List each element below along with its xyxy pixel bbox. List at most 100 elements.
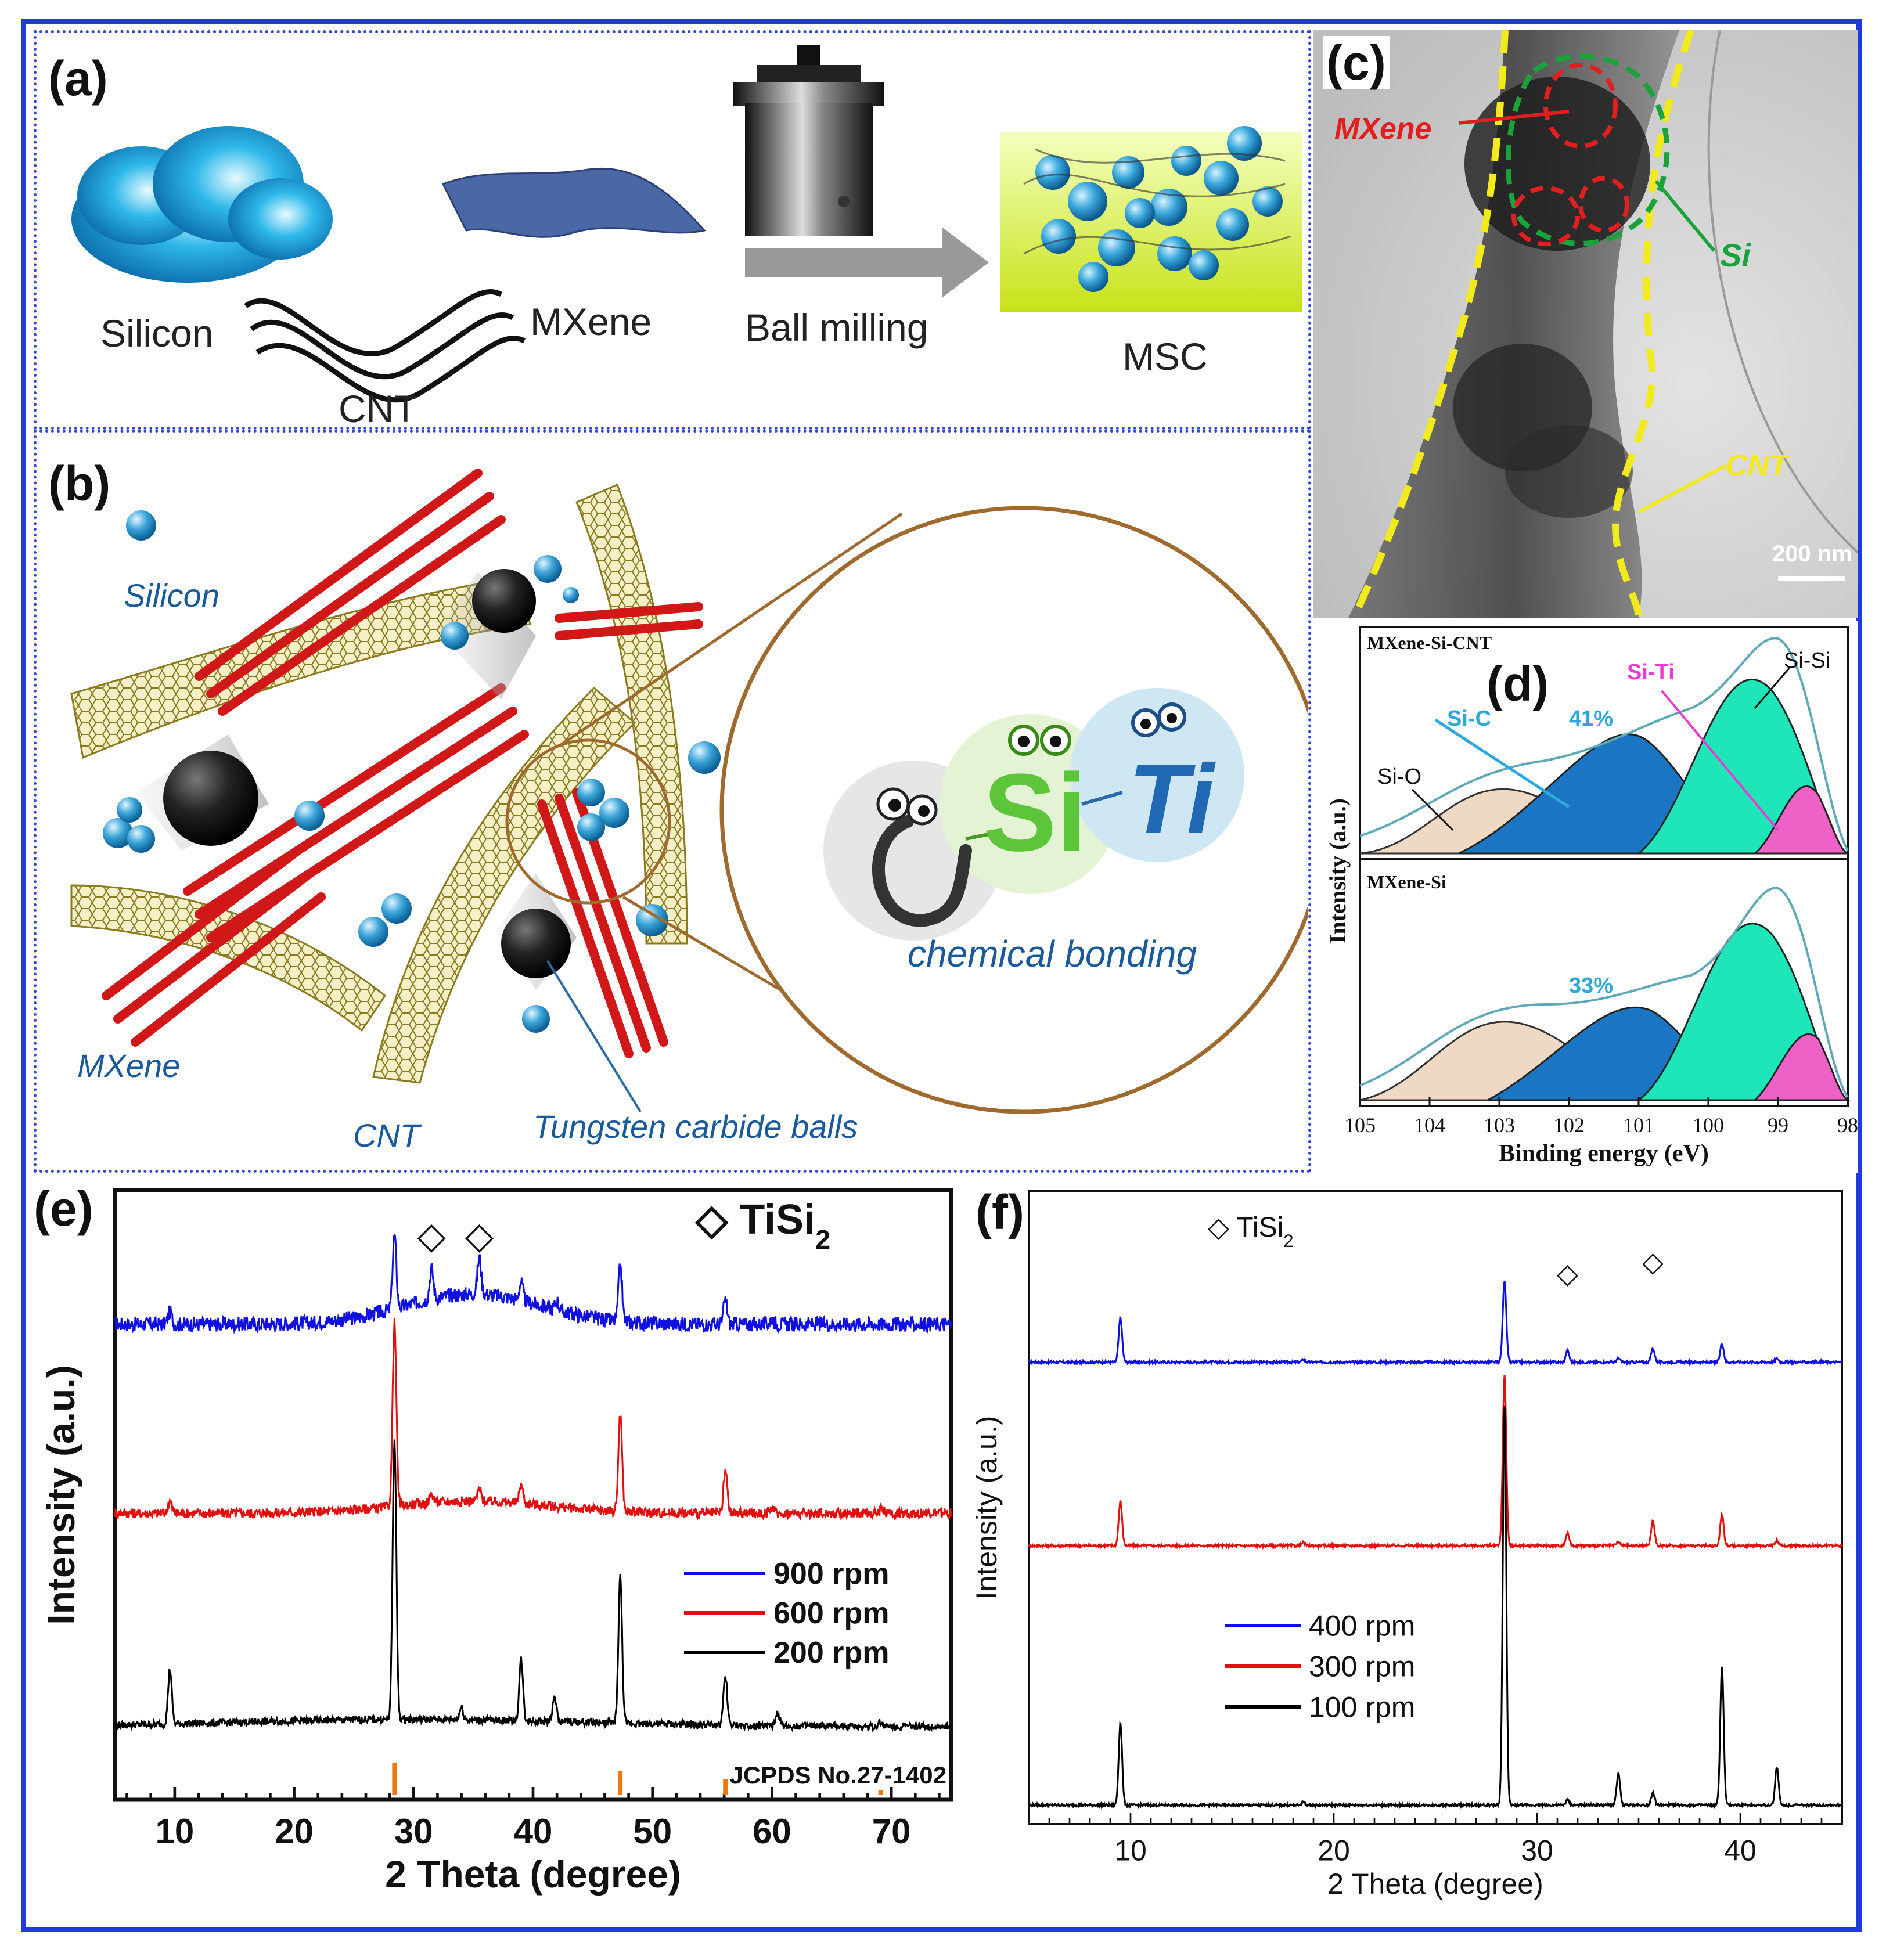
tisi2-marker: ◇ [465,1215,494,1256]
legend-label: 200 rpm [773,1636,889,1670]
x-tick-label: 40 [514,1812,553,1851]
x-tick-label: 10 [155,1812,194,1851]
tisi2-legend: ◇ TiSi2 [694,1197,830,1255]
series-line-600-rpm [114,1318,952,1521]
process-arrow-icon [745,228,989,297]
xps-si-c-label: Si-C [1447,707,1491,731]
msc-label: MSC [1122,335,1208,378]
tisi2-legend: ◇ TiSi2 [1208,1212,1294,1251]
panel-b-illustration: Si Ti chemical bonding Silicon MXene CNT… [70,469,1328,1154]
chart-frame [113,1188,953,1802]
xps-ylabel: Intensity (a.u.) [1324,798,1351,943]
cartoon-ti-text: Ti [1128,744,1216,855]
panel-d-label: (d) [1487,657,1549,711]
xps-tick-104: 104 [1414,1114,1445,1137]
tungsten-carbide-balls-icon [163,569,571,978]
bonding-cartoon-icon [823,688,1244,941]
xps-si-si-label: Si-Si [1784,648,1830,673]
balls-pointer-line [546,960,642,1113]
xps-tick-101: 101 [1623,1114,1654,1137]
xps-top-title: MXene-Si-CNT [1367,632,1492,653]
x-tick-label: 50 [633,1812,672,1851]
x-tick-label: 20 [275,1812,314,1851]
xps-plot: 105 104 103 102 101 100 99 98 Binding en… [1324,626,1858,1167]
xps-top-peaks [1359,637,1849,855]
panel-a: Silicon CNT MXene Ball milling [34,30,1311,430]
x-tick-label: 10 [1114,1835,1147,1867]
xps-si-ti-label: Si-Ti [1627,660,1675,684]
tisi2-marker: ◇ [1557,1259,1578,1289]
mxene-b-label: MXene [77,1047,180,1084]
zoom-line-top [558,512,903,748]
silicon-spheres-icon [103,510,721,1033]
xps-pct-top: 41% [1569,707,1613,731]
silicon-cloud-icon [71,126,333,283]
silicon-b-label: Silicon [124,577,219,614]
x-tick-label: 20 [1318,1835,1350,1867]
mxene-label: MXene [530,300,652,343]
reference-label: JCPDS No.27-1402 [729,1761,946,1789]
xps-tick-105: 105 [1344,1114,1376,1137]
tisi2-marker: ◇ [1642,1247,1664,1278]
panel-a-illustration: Silicon CNT MXene Ball milling [71,45,1302,430]
scale-bar-label: 200 nm [1772,541,1852,567]
xps-tick-99: 99 [1768,1114,1788,1137]
series-line-100-rpm [1028,1406,1842,1810]
tisi2-marker: ◇ [417,1215,447,1256]
legend-label: 600 rpm [773,1597,889,1630]
cnt-label: CNT [339,387,417,427]
cnt-curves-icon [244,289,526,403]
xps-tick-100: 100 [1693,1114,1724,1137]
tem-image [1313,30,1858,618]
x-tick-label: 60 [753,1812,791,1851]
cnt-b-label: CNT [353,1117,422,1154]
xps-pct-bottom: 33% [1569,974,1613,998]
xps-tick-103: 103 [1484,1114,1515,1137]
xps-bottom-peaks [1359,887,1851,1101]
legend-label: 900 rpm [773,1557,889,1591]
zoom-source-circle [505,738,671,905]
x-axis-label: 2 Theta (degree) [1327,1868,1543,1900]
legend-label: 300 rpm [1309,1651,1415,1683]
panel-d: 105 104 103 102 101 100 99 98 Binding en… [1313,621,1858,1173]
legend-label: 100 rpm [1309,1691,1415,1724]
panel-a-label: (a) [48,51,108,106]
x-tick-label: 30 [1521,1835,1553,1867]
mxene-sheet-icon [441,167,706,238]
legend-label: 400 rpm [1309,1610,1415,1642]
x-tick-label: 30 [394,1812,433,1851]
cnt-c-label: CNT [1726,449,1788,482]
figure-frame [21,19,1862,1932]
tungsten-balls-label: Tungsten carbide balls [533,1108,858,1145]
x-tick-label: 70 [872,1812,911,1851]
series-line-900-rpm [114,1233,952,1335]
mxene-c-label: MXene [1334,112,1432,146]
x-axis-label: 2 Theta (degree) [385,1853,681,1896]
panel-e: 10 20 30 40 50 60 70 2 Theta (degree) Intensity … [34,1179,974,1927]
series-line-200-rpm [114,1439,952,1733]
series-line-400-rpm [1028,1280,1843,1367]
panel-f-label: (f) [976,1185,1024,1239]
xrd-chart-e: 10 20 30 40 50 60 70 2 Theta (degree) Intensity … [39,1188,953,1896]
xps-si-o-label: Si-O [1377,765,1421,789]
y-axis-label: Intensity (a.u.) [976,1416,1003,1600]
panel-c-label: (c) [1323,36,1390,89]
series-line-300-rpm [1028,1375,1843,1551]
mxene-stacks-icon [102,469,703,1058]
panel-e-label: (e) [34,1181,93,1236]
ball-mill-jar-icon [733,45,884,236]
ball-milling-label: Ball milling [745,306,928,349]
y-axis-label: Intensity (a.u.) [39,1365,82,1624]
chemical-bonding-label: chemical bonding [908,933,1197,975]
xps-tick-98: 98 [1837,1114,1858,1137]
xps-tick-102: 102 [1553,1114,1585,1137]
cartoon-si-text: Si [983,751,1088,874]
panel-b: Si Ti chemical bonding Silicon MXene CNT… [34,430,1328,1173]
si-c-label: Si [1720,237,1751,273]
msc-composite-icon [1000,126,1302,312]
panel-c: MXene Si CNT 200 nm (c) [1313,30,1858,618]
xps-bottom-title: MXene-Si [1367,871,1446,892]
silicon-label: Silicon [100,312,213,355]
